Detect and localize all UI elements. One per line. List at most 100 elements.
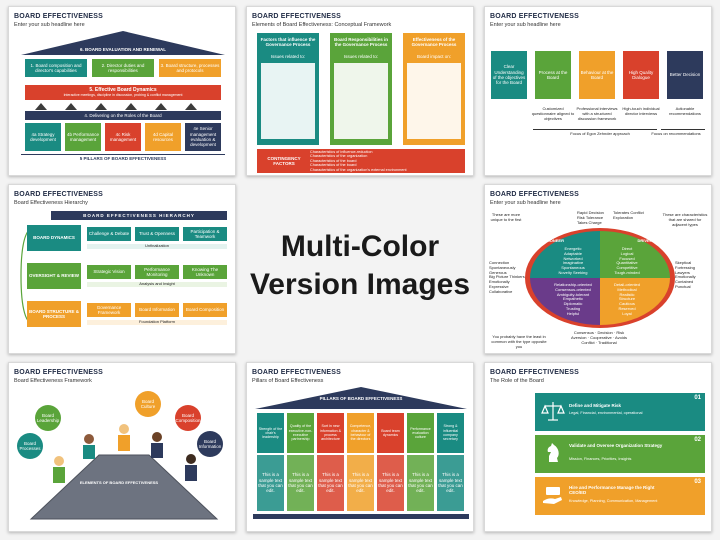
guardian-item: Loyal <box>622 310 632 316</box>
quadrant-ellipse <box>525 228 675 328</box>
guardian-item: Detail-oriented <box>613 282 640 287</box>
thumbnail-pillars[interactable]: BOARD EFFECTIVENESS Pillars of Board Eff… <box>246 362 474 532</box>
row1-item-3: 3. Board structure, processes and protoc… <box>159 59 221 77</box>
row3-bar: 4. Delivering on the Roles of the Board <box>25 111 221 120</box>
table-label: ELEMENTS OF BOARD EFFECTIVENESS <box>79 480 159 485</box>
bubble-board-composition: Board Composition <box>175 405 201 431</box>
slide-title: BOARD EFFECTIVENESS <box>14 191 103 198</box>
note-right: These are characteristics that are share… <box>662 212 708 227</box>
quadrant-guardian: GUARDIAN <box>644 319 666 324</box>
integrator-item: Trusting <box>565 305 581 311</box>
pioneer-items: Energetic Adaptable Networked Imaginativ… <box>553 246 593 276</box>
slide-subtitle: Enter your sub headline here <box>14 22 85 28</box>
pioneer-item: Novelty Seeking <box>558 269 588 275</box>
column-2-subhead: Issues related to: <box>343 53 379 59</box>
step-2: Process at the Board <box>535 51 571 99</box>
pillars-base <box>253 514 469 519</box>
row-item: Trust & Openness <box>135 227 179 241</box>
right-side-item: Skeptical <box>675 260 692 265</box>
base-bar: 5 PILLARS OF BOARD EFFECTIVENESS <box>21 154 225 162</box>
pillar-1: 4a Strategy development <box>25 123 61 151</box>
center-top-item: Takes Charge <box>577 219 602 225</box>
footer-item: Characteristics of influence-reduction <box>310 150 373 155</box>
thumbnail-role-of-board[interactable]: BOARD EFFECTIVENESS The Role of the Boar… <box>484 362 712 532</box>
bottom-item: Avoids Conflict <box>581 334 627 345</box>
footer-item: Characteristics of the board <box>310 163 357 168</box>
role-card-3: Hire and Performance Manage the Right CE… <box>535 477 705 515</box>
footer-label: CONTINGENCY FACTORS <box>267 155 301 166</box>
step-3: Behaviour at the Board <box>579 51 615 99</box>
row-item: Challenge & Debate <box>87 227 131 241</box>
pillar-header: Performance evaluation culture <box>407 413 434 453</box>
pillar-header: Sort in new information & process archit… <box>317 413 344 453</box>
pioneer-item: Adaptable <box>563 250 582 256</box>
column-3-body <box>407 63 461 139</box>
pillars-roof <box>255 387 467 409</box>
roof-label: 6. BOARD EVALUATION AND RENEWAL <box>80 47 166 53</box>
role-number: 02 <box>694 437 701 443</box>
focus-line <box>661 129 705 130</box>
money-hand-icon <box>543 487 562 504</box>
step-5: Better Decision <box>667 51 703 99</box>
slide-subtitle: Board Effectiveness Hierarchy <box>14 200 88 206</box>
thumbnail-board-evaluation[interactable]: BOARD EFFECTIVENESS Enter your sub headl… <box>8 6 236 176</box>
thumbnail-personality-quadrants[interactable]: BOARD EFFECTIVENESS Enter your sub headl… <box>484 184 712 354</box>
footer-bar: CONTINGENCY FACTORS Characteristics of i… <box>257 149 465 173</box>
row1-item-1: 1. Board composition and director's capa… <box>25 59 87 77</box>
right-side-item: Fortressing <box>675 264 696 270</box>
integrator-item: Consensus-oriented <box>555 286 591 292</box>
pillar-body: This is a sample text that you can edit. <box>257 455 284 511</box>
bottom-item: Risk Aversion <box>571 330 625 340</box>
driver-item: Focused <box>619 255 635 261</box>
hierarchy-header: BOARD EFFECTIVENESS HIERARCHY <box>51 211 227 220</box>
quadrant-integrator: INTEGRATOR <box>531 319 559 324</box>
bottom-item: Decision <box>597 330 613 335</box>
pioneer-item: Spontaneous <box>561 265 585 271</box>
row-item: Strategic Vision <box>87 265 131 279</box>
pillar-header: Board team dynamics <box>377 413 404 453</box>
thumbnail-process-flow[interactable]: BOARD EFFECTIVENESS Enter your sub headl… <box>484 6 712 176</box>
thumbnail-hierarchy[interactable]: BOARD EFFECTIVENESS Board Effectiveness … <box>8 184 236 354</box>
pillar-3: 4c Risk management <box>105 123 141 151</box>
column-2-body <box>334 63 388 139</box>
role-title: Hire and Performance Manage the Right CE… <box>569 485 655 495</box>
row-foot: Foundation Platform <box>87 319 227 325</box>
role-title: Define and Mitigate Risk <box>569 403 622 408</box>
bubble-board-information: Board Information <box>197 431 223 457</box>
column-1-body <box>261 63 315 139</box>
note-bottom: You probably have the least in common wi… <box>491 334 547 349</box>
pillar-header: Quality of the executive-non-executive p… <box>287 413 314 453</box>
footer-item: Characteristics of the organization's ex… <box>310 167 407 172</box>
row-label-1: BOARD DYNAMICS <box>27 225 81 251</box>
integrator-item: Ambiguity-tolerant <box>556 291 590 297</box>
thumbnail-conceptual-framework[interactable]: BOARD EFFECTIVENESS Elements of Board Ef… <box>246 6 474 176</box>
center-title-line1: Multi-Color <box>280 230 440 263</box>
slide-title: BOARD EFFECTIVENESS <box>490 13 579 20</box>
thumbnail-framework-meeting[interactable]: BOARD EFFECTIVENESS Board Effectiveness … <box>8 362 236 532</box>
column-3-header: Effectiveness of the Governance Process <box>411 37 457 48</box>
driver-item: Competitive <box>616 265 638 271</box>
step-note: Actionable recommendations <box>669 106 701 116</box>
row-item: Knowing The Unknown <box>183 265 227 279</box>
role-desc: Legal, Financial, environmental, operati… <box>569 411 643 415</box>
center-title: Multi-Color Version Images <box>245 228 475 304</box>
step-note: High-touch individual director interview… <box>622 106 660 116</box>
guardian-item: Methodical <box>617 286 637 292</box>
pillar-body: This is a sample text that you can edit. <box>347 455 374 511</box>
slide-subtitle: Elements of Board Effectiveness: Concept… <box>252 22 392 28</box>
row2-title: 5. Effective Board Dynamics <box>89 87 157 94</box>
quadrant-pioneer: PIONEER <box>545 238 564 243</box>
pioneer-item: Networked <box>563 255 583 261</box>
right-side-item: Emotionally Contained <box>675 274 696 285</box>
driver-item: Direct <box>621 246 633 251</box>
pioneer-item: Imaginative <box>562 260 584 266</box>
center-top-item: Risk Tolerance <box>577 214 604 220</box>
bubble-board-processes: Board Processes <box>17 433 43 459</box>
center-top-right-item: Tolerates Conflict <box>613 210 644 215</box>
bottom-items: Consensus · Decision · Risk Aversion · C… <box>571 330 627 345</box>
slide-title: BOARD EFFECTIVENESS <box>252 13 341 20</box>
right-side-item: Punctual <box>675 283 691 289</box>
pioneer-item: Energetic <box>564 246 582 251</box>
center-top-right-item: Exploration <box>613 214 634 220</box>
step-4: High Quality Dialogue <box>623 51 659 99</box>
